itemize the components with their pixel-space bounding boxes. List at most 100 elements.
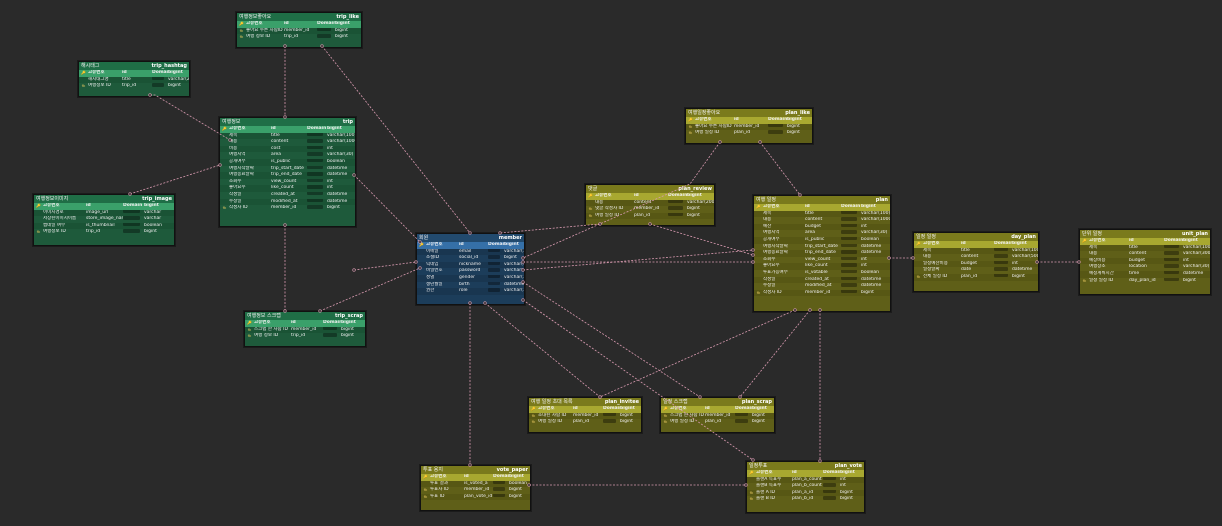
table-trip-hashtag[interactable]: 해시태그trip_hashtag🔑고유번호idDomainbigint해시태그명… [78,61,190,97]
table-member[interactable]: 회원member🔑고유번호idDomainbigint이메일emailvarch… [416,233,525,305]
table-plan-invitee[interactable]: 여행 일정 초대 목록plan_invitee🔑고유번호idDomainbigi… [528,397,642,433]
table-plan-scrap[interactable]: 일정 스크랩plan_scrap🔑고유번호idDomainbigintfk스크랩… [660,397,775,433]
column-header-bigint: bigint [341,320,356,325]
